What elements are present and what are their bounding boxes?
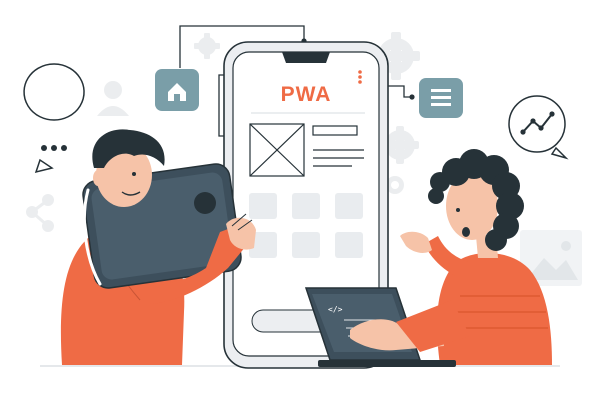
woman-right xyxy=(400,149,552,365)
man-left xyxy=(60,129,256,365)
menu-icon xyxy=(419,78,463,118)
chat-bubble-icon xyxy=(23,63,85,174)
user-icon xyxy=(97,81,129,116)
app-title: PWA xyxy=(281,83,332,106)
laptop-device: </> xyxy=(304,287,470,367)
more-options-icon xyxy=(358,70,362,84)
gear-icon xyxy=(386,176,404,194)
app-tile-grid xyxy=(249,193,363,258)
text-lines xyxy=(312,125,364,167)
home-icon xyxy=(155,69,199,111)
image-placeholder xyxy=(249,123,305,177)
connector-dot xyxy=(409,94,415,100)
gear-icon xyxy=(194,33,220,59)
gear-icon xyxy=(372,32,420,80)
gear-icon xyxy=(381,126,419,164)
analytics-icon xyxy=(508,95,569,160)
laptop-code-glyph: </> xyxy=(328,305,343,314)
share-icon xyxy=(26,194,54,232)
phone-mockup: PWA xyxy=(223,41,389,369)
image-placeholder-icon xyxy=(520,230,582,286)
